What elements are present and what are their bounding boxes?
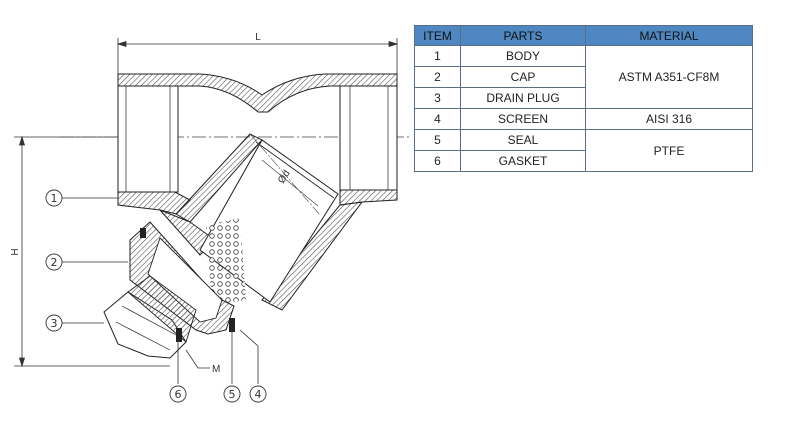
row-material: AISI 316 (585, 108, 753, 130)
row-part: GASKET (460, 150, 586, 172)
table-row: 3 DRAIN PLUG (414, 87, 753, 109)
svg-text:5: 5 (229, 388, 236, 401)
row-item: 2 (414, 66, 461, 88)
row-part: SCREEN (460, 108, 586, 130)
row-part: BODY (460, 45, 586, 67)
header-parts: PARTS (460, 25, 586, 46)
table-row: 6 GASKET (414, 150, 753, 172)
svg-text:6: 6 (175, 388, 182, 401)
row-item: 1 (414, 45, 461, 67)
svg-text:3: 3 (51, 317, 58, 330)
drain-plug (103, 275, 197, 359)
table-row: 4 SCREEN AISI 316 (414, 108, 753, 130)
screen (199, 133, 339, 305)
table-row: 2 CAP (414, 66, 753, 88)
header-material: MATERIAL (585, 25, 753, 46)
callout-2: 2 (45, 253, 63, 271)
header-item: ITEM (414, 25, 461, 46)
cap-gasket-mark (140, 228, 146, 238)
svg-text:1: 1 (51, 192, 58, 205)
dimension-length (116, 38, 399, 74)
callout-4: 4 (249, 385, 267, 403)
row-part: CAP (460, 66, 586, 88)
seal-mark (229, 318, 235, 332)
dimension-height-label: H (10, 248, 21, 255)
dimension-length-label: L (255, 32, 261, 43)
row-item: 3 (414, 87, 461, 109)
row-part: DRAIN PLUG (460, 87, 586, 109)
row-item: 5 (414, 129, 461, 151)
callout-1: 1 (45, 189, 63, 207)
row-material: PTFE (585, 129, 753, 172)
leader-lines (62, 197, 259, 384)
thread-label: M (212, 364, 220, 375)
svg-text:4: 4 (255, 388, 262, 401)
callout-3: 3 (45, 314, 63, 332)
parts-table: ITEM PARTS MATERIAL 1 BODY ASTM A351-CF8… (414, 25, 753, 172)
row-item: 4 (414, 108, 461, 130)
table-row: 5 SEAL PTFE (414, 129, 753, 172)
table-row: 1 BODY ASTM A351-CF8M (414, 45, 753, 109)
table-header-row: ITEM PARTS MATERIAL (414, 25, 753, 46)
svg-text:2: 2 (51, 256, 58, 269)
gasket-mark (176, 328, 182, 342)
valve-body (117, 73, 398, 311)
callout-6: 6 (169, 385, 187, 403)
row-item: 6 (414, 150, 461, 172)
callout-5: 5 (223, 385, 241, 403)
row-material: ASTM A351-CF8M (585, 45, 753, 109)
row-part: SEAL (460, 129, 586, 151)
